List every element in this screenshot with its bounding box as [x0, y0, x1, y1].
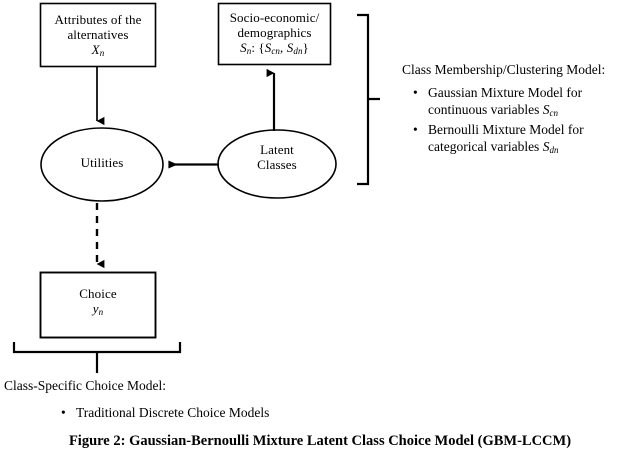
node-attributes-box-label: Attributes of the alternatives Xn — [40, 3, 156, 67]
socio-line-2: demographics — [237, 25, 312, 41]
class-membership-heading: Class Membership/Clustering Model: — [402, 62, 606, 77]
class-membership-item-1-line-1: Bernoulli Mixture Model for — [428, 121, 584, 137]
socio-set-2-base: S — [286, 40, 294, 56]
socio-line-1: Socio-economic/ — [229, 10, 320, 25]
socio-set-2-sub: dn — [293, 46, 303, 57]
class-membership-annotation: Class Membership/Clustering Model: • Gau… — [402, 62, 636, 159]
figure-caption: Figure 2: Gaussian-Bernoulli Mixture Lat… — [68, 433, 572, 449]
bullet-icon: • — [61, 404, 66, 420]
socio-symbol-sub: n — [246, 46, 252, 57]
class-membership-item-1-symbol-sub: dn — [549, 144, 559, 155]
choice-line-1: Choice — [79, 286, 117, 301]
node-choice-box — [39, 271, 157, 339]
list-item: • Traditional Discrete Choice Models — [61, 404, 364, 422]
class-membership-item-1-symbol-base: S — [542, 138, 550, 154]
socio-set-separator: , — [280, 40, 287, 56]
class-membership-item-0-line-1: Gaussian Mixture Model for — [428, 84, 583, 100]
node-utilities-ellipse — [40, 127, 164, 202]
bullet-icon: • — [413, 84, 418, 100]
utilities-text: Utilities — [80, 155, 124, 170]
node-choice-box-label: Choice yn — [40, 272, 156, 338]
list-item: • Bernoulli Mixture Model for categorica… — [413, 121, 636, 156]
attributes-line-1: Attributes of the — [54, 12, 142, 27]
latent-classes-line-1: Latent — [260, 142, 294, 157]
class-membership-item-0-symbol-base: S — [542, 101, 550, 117]
latent-classes-line-2: Classes — [257, 157, 297, 173]
class-membership-list: • Gaussian Mixture Model for continuous … — [402, 85, 636, 156]
class-specific-annotation: Class-Specific Choice Model: • Tradition… — [4, 378, 364, 422]
node-utilities-label: Utilities — [41, 155, 163, 170]
list-item: • Gaussian Mixture Model for continuous … — [413, 84, 636, 119]
class-membership-item-0-symbol-sub: cn — [549, 107, 558, 118]
socio-set-open: : { — [251, 40, 265, 56]
attributes-symbol-base: X — [91, 42, 100, 58]
node-socio-economic-box — [217, 2, 332, 66]
class-specific-heading: Class-Specific Choice Model: — [4, 378, 166, 393]
node-socio-economic-box-label: Socio-economic/ demographics Sn: {Scn, S… — [218, 3, 331, 65]
node-latent-classes-label: Latent Classes — [218, 142, 336, 172]
bullet-icon: • — [413, 121, 418, 137]
socio-symbol-base: S — [240, 40, 247, 56]
attributes-symbol: Xn — [40, 42, 156, 58]
class-specific-list: • Traditional Discrete Choice Models — [4, 405, 364, 422]
socio-symbol: Sn: {Scn, Sdn} — [218, 40, 331, 56]
socio-set-1-sub: cn — [271, 46, 281, 57]
bracket-class-specific — [12, 342, 182, 373]
attributes-symbol-sub: n — [99, 48, 105, 59]
attributes-line-2: alternatives — [67, 27, 129, 43]
node-attributes-box — [39, 2, 157, 68]
class-specific-item-0-text: Traditional Discrete Choice Models — [76, 404, 270, 420]
class-membership-item-1-line-2: categorical variables — [428, 138, 543, 154]
choice-symbol: yn — [40, 301, 156, 317]
class-membership-item-0-line-2: continuous variables — [428, 101, 543, 117]
choice-symbol-base: y — [92, 301, 99, 317]
socio-set-close: } — [302, 40, 309, 56]
bracket-class-membership — [357, 13, 380, 186]
choice-symbol-sub: n — [98, 307, 104, 318]
socio-set-1-base: S — [264, 40, 272, 56]
